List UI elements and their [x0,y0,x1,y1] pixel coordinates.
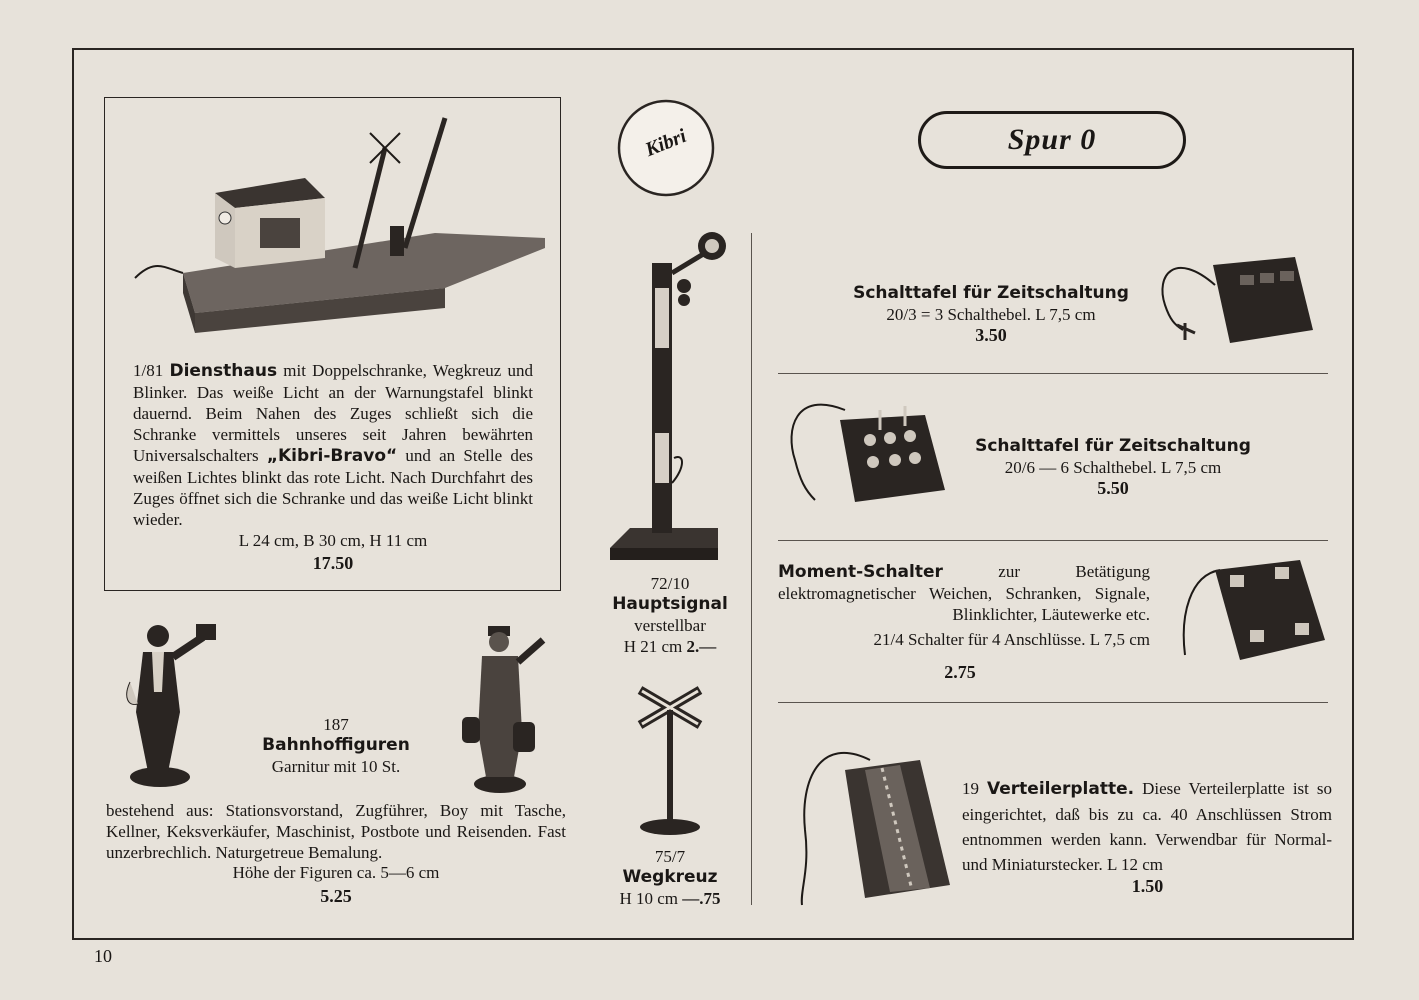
hauptsignal-number: 72/10 [650,574,690,593]
moment-schalter-spec: 21/4 Schalter für 4 Anschlüsse. L 7,5 cm [873,630,1150,649]
wegkreuz-number: 75/7 [654,847,686,866]
diensthaus-text: 1/81 Diensthaus mit Doppelschranke, Wegk… [133,360,533,530]
spur-header: Spur 0 [918,111,1186,169]
divider-2 [778,540,1328,541]
page-number: 10 [94,946,112,966]
wegkreuz-text: 75/7 Wegkreuz H 10 cm —.75 [580,846,760,909]
kibri-logo: Kibri [616,98,716,198]
verteilerplatte-image [800,752,950,906]
verteilerplatte-desc: Diese Verteilerplatte ist so eingerichte… [962,779,1333,874]
schalttafel-6-name: Schalttafel für Zeitschaltung [975,436,1251,456]
verteilerplatte-name: Verteilerplatte. [987,779,1135,799]
bahnhoffiguren-header: 187 Bahnhoffiguren Garnitur mit 10 St. [236,714,436,777]
bahnhoffiguren-set: Garnitur mit 10 St. [271,757,401,776]
diensthaus-name: Diensthaus [169,361,278,381]
schalttafel-3-price: 3.50 [975,325,1007,345]
hauptsignal-size: H 21 cm [623,637,683,656]
diensthaus-tail: und an Stelle des weißen Lichtes blinkt … [133,446,534,529]
diensthaus-image [134,117,545,333]
wegkreuz-size: H 10 cm [619,889,679,908]
hauptsignal-image [610,232,726,560]
moment-schalter-desc: zur Betätigung elektromagnetischer Weich… [778,562,1151,624]
schalttafel-3-image [1161,257,1313,343]
moment-schalter-image [1182,560,1325,660]
diensthaus-lead: mit Doppelschranke, Wegkreuz und Blinker… [133,361,533,465]
schalttafel-6-spec: 20/6 — 6 Schalthebel. L 7,5 cm [1004,458,1222,477]
column-divider [751,233,752,905]
hauptsignal-price: 2.— [686,637,717,656]
figur-zugfuehrer-image [462,626,546,793]
schalttafel-6-image [790,403,945,502]
bahnhoffiguren-desc: bestehend aus: Stationsvorstand, Zugführ… [106,801,566,862]
divider-1 [778,373,1328,374]
bahnhoffiguren-height: Höhe der Figuren ca. 5—6 cm [232,863,440,882]
moment-schalter-name: Moment-Schalter [778,562,943,582]
schalttafel-3-text: Schalttafel für Zeitschaltung 20/3 = 3 S… [840,283,1142,346]
verteilerplatte-text: 19 Verteilerplatte. Diese Verteilerplatt… [962,776,1332,877]
diensthaus-box: 1/81 Diensthaus mit Doppelschranke, Wegk… [104,97,561,591]
verteilerplatte-number: 19 [962,779,979,798]
diensthaus-brand: „Kibri-Bravo“ [266,446,398,466]
moment-schalter-price: 2.75 [944,662,976,682]
spur-title: Spur 0 [1007,123,1097,156]
diensthaus-price: 17.50 [312,553,354,573]
verteilerplatte-price: 1.50 [1131,876,1164,896]
schalttafel-3-spec: 20/3 = 3 Schalthebel. L 7,5 cm [886,305,1096,324]
wegkreuz-price: —.75 [682,889,721,908]
wegkreuz-image [637,686,703,835]
page-frame [72,48,1354,940]
schalttafel-3-name: Schalttafel für Zeitschaltung [853,283,1129,303]
hauptsignal-text: 72/10 Hauptsignal verstellbar H 21 cm 2.… [580,573,760,657]
divider-3 [778,702,1328,703]
schalttafel-6-text: Schalttafel für Zeitschaltung 20/6 — 6 S… [962,436,1264,499]
diensthaus-number: 1/81 [133,361,164,380]
hauptsignal-size-row: H 21 cm 2.— [580,636,760,657]
bahnhoffiguren-number: 187 [323,715,349,734]
hauptsignal-name: Hauptsignal [612,594,728,614]
bahnhoffiguren-price: 5.25 [320,886,352,906]
hauptsignal-sub: verstellbar [634,616,706,635]
wegkreuz-size-row: H 10 cm —.75 [580,888,760,909]
bahnhoffiguren-name: Bahnhoffiguren [262,735,410,755]
figur-stationsvorstand-image [126,624,216,787]
moment-schalter-text: Moment-Schalter zur Betätigung elektroma… [778,561,1150,650]
verteilerplatte-desc-block: 19 Verteilerplatte. Diese Verteilerplatt… [962,776,1332,877]
wegkreuz-name: Wegkreuz [622,867,718,887]
moment-schalter-desc-block: Moment-Schalter zur Betätigung elektroma… [778,561,1150,625]
diensthaus-dims: L 24 cm, B 30 cm, H 11 cm [238,531,428,550]
schalttafel-6-price: 5.50 [1097,478,1129,498]
kibri-logo-circle [617,99,715,197]
